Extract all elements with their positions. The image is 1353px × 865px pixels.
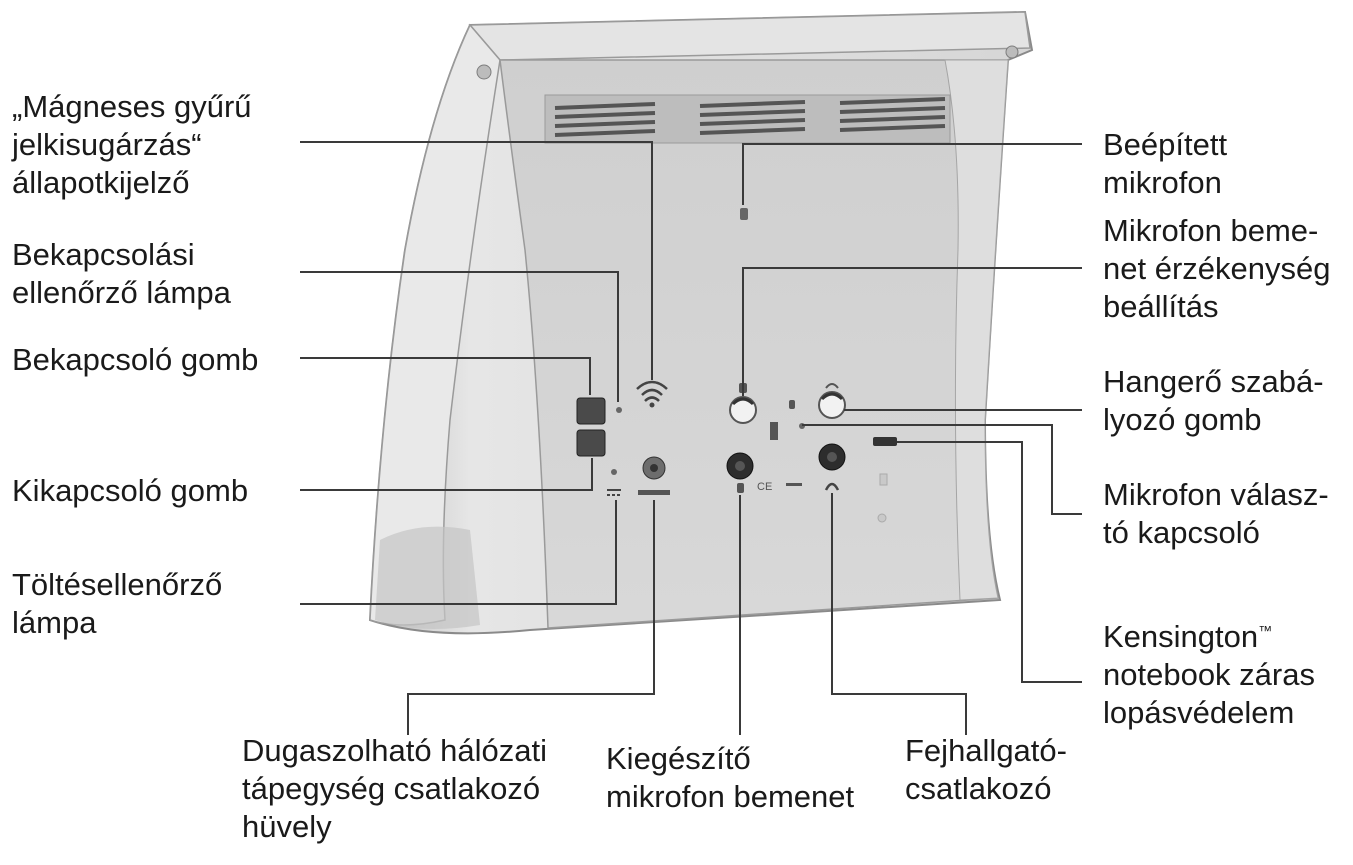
- label-headphone: Fejhallgató- csatlakozó: [905, 733, 1067, 806]
- label-power-off-button: Kikapcsoló gomb: [12, 473, 249, 508]
- charge-led: [611, 469, 617, 475]
- screw-left: [476, 64, 492, 80]
- mic-sensitivity-knob-shape: [729, 396, 757, 424]
- leader-power-off: [300, 458, 593, 491]
- label-kensington: Kensington™ notebook záras lopásvédelem: [1103, 619, 1315, 730]
- label-volume-knob: Hangerő szabá- lyozó gomb: [1103, 364, 1324, 437]
- kensington-slot-shape: [873, 437, 897, 446]
- leader-power-jack: [407, 500, 655, 735]
- leader-power-on: [300, 357, 591, 395]
- label-mic-selector: Mikrofon válasz- tó kapcsoló: [1103, 477, 1329, 550]
- power-led: [616, 407, 622, 413]
- wifi-symbol: [636, 380, 668, 402]
- label-power-jack: Dugaszolható hálózati tápegység csatlako…: [242, 733, 548, 844]
- label-power-on-button: Bekapcsoló gomb: [12, 342, 259, 377]
- leader-builtin-mic: [742, 143, 1082, 205]
- screw-right: [1005, 45, 1019, 59]
- leader-mic-sensitivity: [742, 267, 1082, 396]
- leader-power-indicator: [300, 271, 619, 402]
- label-ext-mic: Kiegészítő mikrofon bemenet: [606, 741, 855, 814]
- leader-magnetic-ring: [300, 141, 653, 380]
- builtin-mic-hole: [740, 208, 748, 220]
- volume-knob-shape: [818, 391, 846, 419]
- leader-kensington: [897, 441, 1082, 683]
- vent-slots: [554, 97, 946, 137]
- label-magnetic-ring: „Mágneses gyűrű jelkisugárzás“ állapotki…: [12, 89, 252, 200]
- leader-headphone: [831, 493, 967, 735]
- leader-mic-selector: [802, 424, 1082, 515]
- label-power-indicator: Bekapcsolási ellenőrző lámpa: [12, 237, 231, 310]
- label-charge-indicator: Töltésellenőrző lámpa: [12, 567, 223, 640]
- mic-selector-shape: [770, 422, 778, 440]
- leader-charge: [300, 500, 617, 605]
- label-builtin-mic: Beépített mikrofon: [1103, 127, 1228, 200]
- power-off-button-shape: [576, 429, 606, 457]
- label-mic-sensitivity: Mikrofon beme- net érzékenység beállítás: [1103, 213, 1331, 324]
- power-on-button-shape: [576, 397, 606, 425]
- svg-text:CE: CE: [757, 481, 772, 493]
